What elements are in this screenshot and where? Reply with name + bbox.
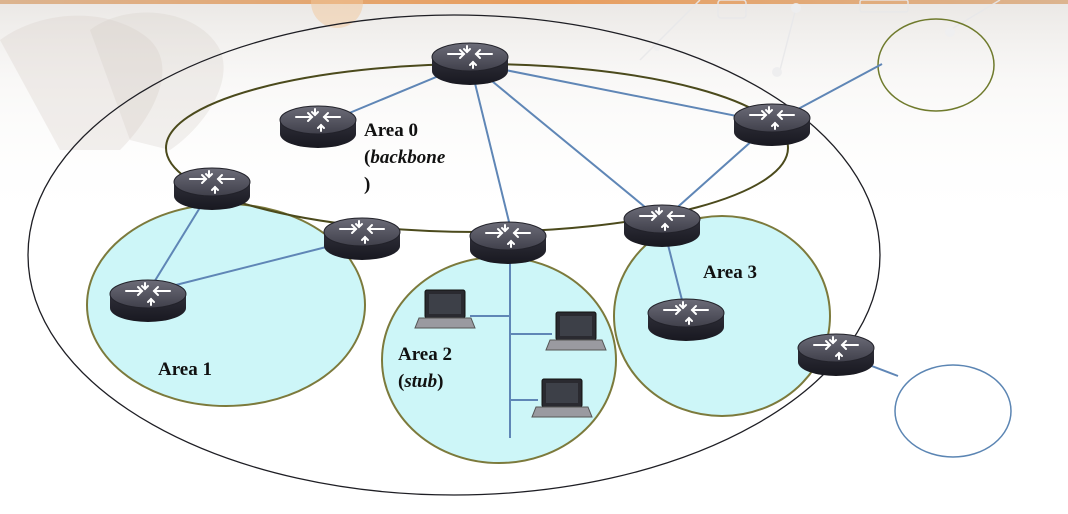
area-2-name: Area 2	[398, 344, 452, 365]
external-as-blue	[894, 364, 1012, 458]
area-0-type-close: )	[364, 174, 371, 195]
area-2-label: Area 2 (stub)	[398, 341, 452, 395]
area-2-type-text: stub	[404, 371, 438, 392]
router-icon	[469, 221, 547, 265]
router-icon	[173, 167, 251, 211]
router-icon	[323, 217, 401, 261]
router-icon	[623, 204, 701, 248]
router-icon	[109, 279, 187, 323]
router-icon	[279, 105, 357, 149]
area-0-name: Area 0	[364, 120, 418, 141]
router-icon	[431, 42, 509, 86]
area-2-type: (stub)	[398, 371, 444, 392]
autonomous-system-boundary	[27, 14, 881, 496]
router-icon	[797, 333, 875, 377]
area-1-label: Area 1	[158, 359, 212, 380]
area-0-type: (backbone	[364, 147, 446, 168]
area-0-type-text: backbone	[370, 147, 446, 168]
area-3-label: Area 3	[703, 262, 757, 283]
area-0-label: Area 0 (backbone )	[364, 117, 445, 198]
router-icon	[647, 298, 725, 342]
router-icon	[733, 103, 811, 147]
external-as-green	[877, 18, 995, 112]
